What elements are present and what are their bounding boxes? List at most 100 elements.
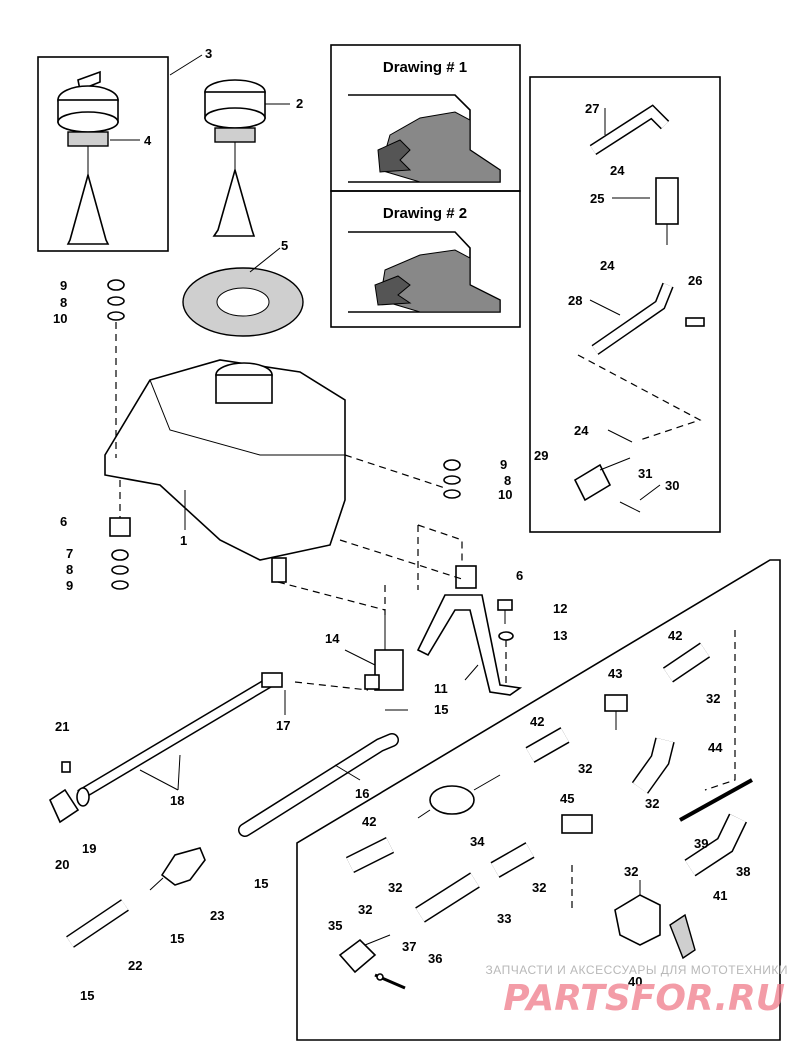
callout-5: 5 [281, 238, 288, 253]
fuel-cap-2 [204, 79, 266, 237]
remote-kit-frame [296, 559, 781, 1041]
callout-30: 30 [665, 478, 679, 493]
callout-24a: 24 [610, 163, 625, 178]
screw-36-37 [374, 973, 406, 990]
t-fitting-43 [604, 694, 628, 730]
callout-9a: 9 [60, 278, 67, 293]
callout-10a: 10 [53, 311, 67, 326]
hose-22 [66, 899, 129, 948]
fuel-valve-14 [364, 615, 404, 691]
callout-15d: 15 [80, 988, 94, 1003]
callout-7: 7 [66, 546, 73, 561]
callout-17: 17 [276, 718, 290, 733]
elbow-38 [684, 813, 748, 877]
callout-25: 25 [590, 191, 604, 206]
callout-8c: 8 [66, 562, 73, 577]
callout-8a: 8 [60, 295, 67, 310]
callout-42b: 42 [530, 714, 544, 729]
fuel-hose-16 [238, 733, 399, 837]
fitting-35 [338, 934, 391, 974]
callout-32f: 32 [532, 880, 546, 895]
callout-28: 28 [568, 293, 582, 308]
tank-valve-40 [614, 880, 696, 960]
callout-2: 2 [296, 96, 303, 111]
callout-44: 44 [708, 740, 723, 755]
callout-40: 40 [628, 974, 642, 989]
callout-19: 19 [82, 841, 96, 856]
fuel-cap-3 [57, 70, 119, 245]
callout-42c: 42 [362, 814, 376, 829]
callout-32b: 32 [578, 761, 592, 776]
filter-25 [655, 177, 679, 245]
callout-1: 1 [180, 533, 187, 548]
connector-20-19-21 [48, 761, 90, 824]
leader-lines [110, 54, 661, 791]
watermark-brand: PARTSFOR.RU [503, 978, 785, 1019]
watermark-tagline: ЗАПЧАСТИ И АКСЕССУАРЫ ДЛЯ МОТОТЕХНИКИ [486, 963, 788, 977]
callout-32c: 32 [645, 796, 659, 811]
elbow-hose-44 [631, 737, 675, 794]
hose-27 [589, 104, 670, 156]
drawing-2-thread-section [348, 231, 501, 313]
callout-15b: 15 [254, 876, 268, 891]
callout-4: 4 [144, 133, 152, 148]
callout-41: 41 [713, 888, 727, 903]
callout-13: 13 [553, 628, 567, 643]
callout-8b: 8 [504, 473, 511, 488]
callout-35: 35 [328, 918, 342, 933]
callout-23: 23 [210, 908, 224, 923]
callout-21: 21 [55, 719, 69, 734]
pin-26 [685, 317, 705, 327]
callout-6a: 6 [60, 514, 67, 529]
callout-38: 38 [736, 864, 750, 879]
hardware-9-8-10-right [443, 459, 461, 499]
connector-45 [561, 814, 593, 834]
drawing-2-title: Drawing # 2 [383, 205, 467, 222]
callout-9b: 9 [500, 457, 507, 472]
fuel-line-18 [77, 672, 283, 800]
callout-15c: 15 [170, 931, 184, 946]
callout-3: 3 [205, 46, 212, 61]
fuel-line-kit-frame [529, 76, 721, 533]
callout-20: 20 [55, 857, 69, 872]
callout-12: 12 [553, 601, 567, 616]
hose-28 [591, 282, 674, 355]
hose-33 [415, 842, 535, 923]
bulb-34 [417, 774, 501, 819]
callout-43: 43 [608, 666, 622, 681]
callout-45: 45 [560, 791, 574, 806]
callout-42a: 42 [668, 628, 682, 643]
bolt-12-washer-13 [497, 599, 514, 641]
cable-tie-39 [679, 778, 753, 822]
callout-27: 27 [585, 101, 599, 116]
callout-24b: 24 [600, 258, 615, 273]
callout-31: 31 [638, 466, 652, 481]
callout-32a: 32 [706, 691, 720, 706]
callout-9c: 9 [66, 578, 73, 593]
fitting-29 [573, 457, 641, 513]
mount-6-left [109, 517, 131, 590]
callout-6b: 6 [516, 568, 523, 583]
assembly-lines [115, 322, 736, 910]
callout-26: 26 [688, 273, 702, 288]
callout-10b: 10 [498, 487, 512, 502]
callout-15a: 15 [434, 702, 448, 717]
drawing-1-thread-section [348, 94, 501, 183]
mount-6-right [455, 565, 477, 589]
drawing-1-title: Drawing # 1 [383, 59, 467, 76]
callout-37: 37 [402, 939, 416, 954]
callout-32e: 32 [388, 880, 402, 895]
callout-33: 33 [497, 911, 511, 926]
callout-36: 36 [428, 951, 442, 966]
fuel-tank-1 [104, 359, 346, 583]
gasket-5 [182, 267, 304, 337]
callout-14: 14 [325, 631, 340, 646]
callout-32g: 32 [358, 902, 372, 917]
hardware-9-8-10-left [107, 279, 125, 321]
callout-32d: 32 [624, 864, 638, 879]
callout-11: 11 [434, 681, 448, 696]
callout-18: 18 [170, 793, 184, 808]
cap-box-frame [37, 56, 169, 252]
